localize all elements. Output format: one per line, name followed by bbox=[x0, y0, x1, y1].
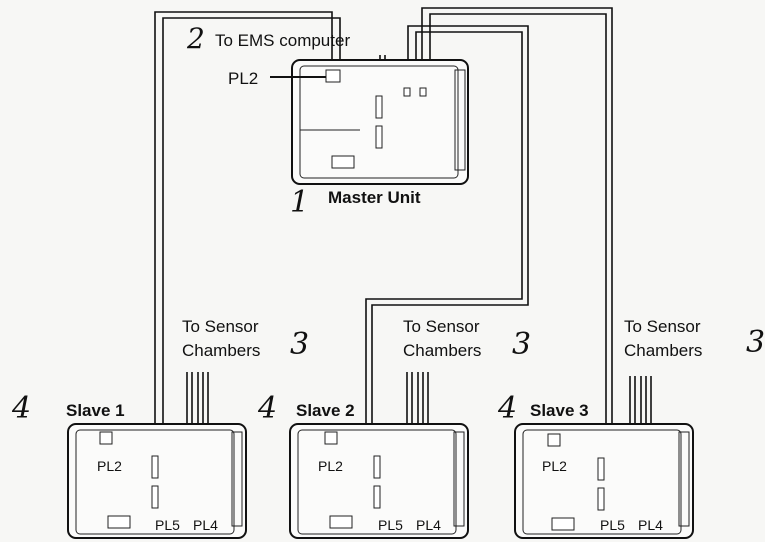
slave3-sensor-line1: To Sensor bbox=[624, 317, 701, 336]
slave1-sensor-number: 3 bbox=[290, 327, 309, 362]
slave1-pl5-label: PL5 bbox=[155, 517, 180, 533]
slave1-pl2-connector bbox=[99, 431, 113, 445]
slave3-pl2-label: PL2 bbox=[542, 458, 567, 474]
master-unit-label: Master Unit bbox=[328, 188, 421, 207]
master-pl2-connector bbox=[325, 69, 341, 83]
slave2-pl2-label: PL2 bbox=[318, 458, 343, 474]
slave2-sensor-line1: To Sensor bbox=[403, 317, 480, 336]
slave2-pl5-label: PL5 bbox=[378, 517, 403, 533]
slave1-pl2-label: PL2 bbox=[97, 458, 122, 474]
slave1-label: Slave 1 bbox=[66, 401, 125, 420]
slave2-pl2-connector bbox=[324, 431, 338, 445]
ems-number: 2 bbox=[186, 22, 205, 55]
slave2-number: 4 bbox=[257, 391, 277, 426]
slave3-pl4-label: PL4 bbox=[638, 517, 663, 533]
slave3-pl2-connector bbox=[547, 433, 561, 447]
ems-label: To EMS computer bbox=[215, 31, 350, 50]
slave1-sensor-line1: To Sensor bbox=[182, 317, 259, 336]
slave-unit-3 bbox=[514, 376, 694, 539]
slave2-sensor-line2: Chambers bbox=[403, 341, 481, 360]
slave1-number: 4 bbox=[11, 391, 31, 426]
slave3-pl5-label: PL5 bbox=[600, 517, 625, 533]
slave1-pl4-label: PL4 bbox=[193, 517, 218, 533]
slave2-label: Slave 2 bbox=[296, 401, 355, 420]
slave2-pl4-label: PL4 bbox=[416, 517, 441, 533]
slave3-number: 4 bbox=[497, 391, 517, 426]
master-pl2-label: PL2 bbox=[228, 69, 258, 88]
master-unit bbox=[291, 59, 469, 185]
slave3-sensor-number: 3 bbox=[746, 325, 765, 360]
slave3-label: Slave 3 bbox=[530, 401, 589, 420]
slave1-sensor-line2: Chambers bbox=[182, 341, 260, 360]
slave-unit-2 bbox=[289, 372, 469, 539]
slave2-sensor-number: 3 bbox=[512, 327, 531, 362]
slave3-sensor-line2: Chambers bbox=[624, 341, 702, 360]
slave-unit-1 bbox=[67, 372, 247, 539]
master-number: 1 bbox=[290, 185, 309, 220]
